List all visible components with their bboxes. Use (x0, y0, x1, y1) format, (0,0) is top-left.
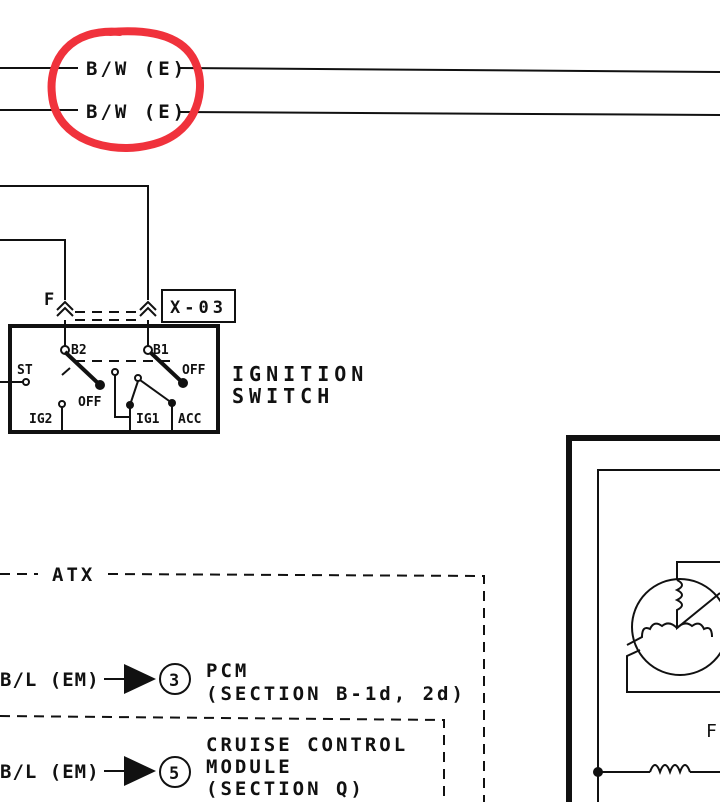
terminal-b1: B1 (153, 343, 169, 358)
cruise-output: B/L (EM) 5 CRUISE CONTROL MODULE (SECTIO… (0, 734, 408, 800)
terminal-ig2: IG2 (29, 412, 52, 427)
alternator: F (566, 435, 720, 802)
connector-id: X-03 (170, 298, 227, 318)
connector-number: 5 (169, 764, 179, 784)
wire-label: B/W (E) (86, 101, 187, 123)
destination-section: (SECTION Q) (206, 778, 365, 800)
atx-label: ATX (52, 564, 95, 586)
field-label: F (706, 721, 717, 742)
wire-label: B/L (EM) (0, 669, 100, 691)
atx-section: ATX (0, 564, 485, 802)
wire-b1 (0, 185, 149, 300)
wire-label: B/L (EM) (0, 761, 100, 783)
ignition-switch-title-2: SWITCH (232, 384, 334, 408)
pcm-output: B/L (EM) 3 PCM (SECTION B-1d, 2d) (0, 660, 466, 705)
terminal-ig1: IG1 (136, 412, 160, 427)
terminal-off-2: OFF (182, 363, 206, 378)
wire-label: B/W (E) (86, 58, 187, 80)
destination: CRUISE CONTROL (206, 734, 408, 756)
terminal-st: ST (17, 363, 33, 378)
top-wire-1: B/W (E) (0, 58, 720, 80)
destination: PCM (206, 660, 249, 682)
top-wire-2: B/W (E) (0, 101, 720, 123)
terminal-off-1: OFF (78, 395, 102, 410)
destination-section: (SECTION B-1d, 2d) (206, 683, 466, 705)
red-annotation-circle (47, 27, 205, 152)
terminal-b2: B2 (71, 343, 87, 358)
ignition-switch: B2 B1 ST OFF OFF IG2 IG1 ACC (0, 320, 220, 434)
connector-x03: X-03 (56, 289, 236, 323)
connector-pin: F (44, 290, 54, 310)
wire-b2 (0, 239, 66, 300)
ignition-switch-title: IGNITION (232, 362, 368, 386)
destination-line-2: MODULE (206, 756, 293, 778)
connector-number: 3 (169, 671, 179, 691)
terminal-acc: ACC (178, 412, 201, 427)
